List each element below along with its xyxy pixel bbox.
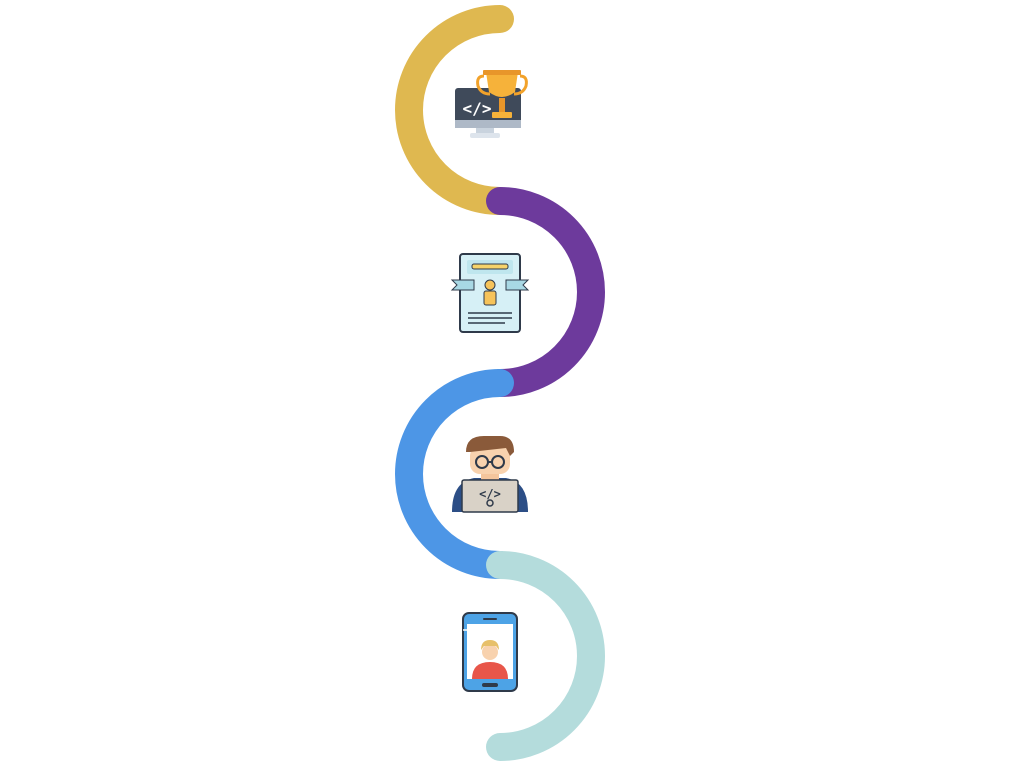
timeline-arc-3 bbox=[395, 369, 514, 579]
mobile-profile-icon bbox=[462, 612, 518, 692]
developer-certificate-icon bbox=[450, 253, 530, 333]
timeline-arc-2 bbox=[486, 187, 605, 397]
programmer-at-laptop-icon: </> bbox=[452, 436, 528, 513]
timeline-arc-1 bbox=[395, 5, 514, 215]
svg-text:</>: </> bbox=[479, 487, 501, 501]
coding-trophy-icon: </> bbox=[455, 70, 528, 138]
svg-text:</>: </> bbox=[463, 99, 492, 118]
timeline-arc-4 bbox=[486, 551, 605, 761]
